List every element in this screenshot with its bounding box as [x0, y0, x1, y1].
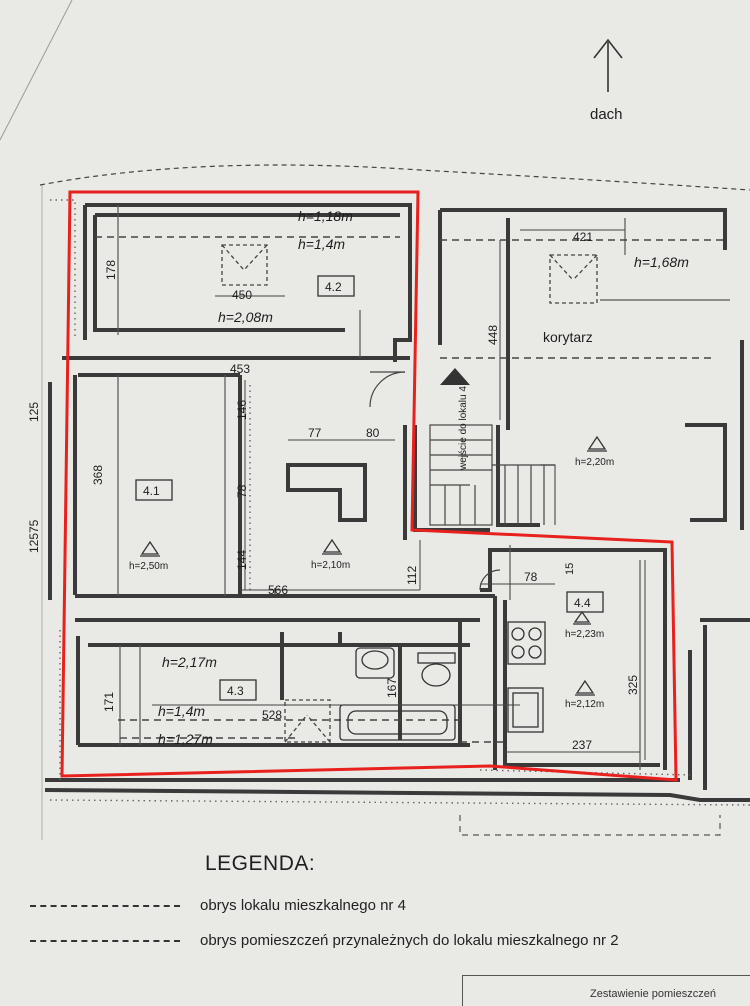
roof-outline — [39, 164, 750, 191]
left-dim-75: 75 — [27, 519, 41, 533]
entrance-label: wejście do lokalu 4 — [458, 386, 469, 471]
legend-item-label: obrys lokalu mieszkalnego nr 4 — [200, 897, 406, 914]
hall-dim-146: 146 — [235, 400, 249, 420]
room-4-2-dim-width: 450 — [232, 288, 252, 302]
hall-height: h=2,10m — [311, 560, 350, 571]
bathroom-fixtures — [339, 647, 456, 741]
hall-dim-453: 453 — [230, 362, 250, 376]
legend-item-label: obrys pomieszczeń przynależnych do lokal… — [200, 932, 619, 949]
room-4-1-tag — [135, 479, 173, 501]
entrance-icon — [440, 368, 470, 385]
hall-dim-80: 80 — [366, 426, 380, 440]
dimension-lines — [152, 229, 646, 760]
room-4-3-tag — [219, 679, 257, 701]
washbasin-bowl-icon — [361, 650, 389, 670]
corridor-label: korytarz — [543, 329, 593, 345]
inner-lines — [117, 205, 730, 770]
corridor-dim-421: 421 — [573, 230, 593, 244]
room-4-4-height-lower: h=2,12m — [565, 699, 604, 710]
summary-table-title: Zestawienie pomieszczeń — [590, 988, 716, 1000]
room-4-3-height-mid: h=1,4m — [158, 703, 205, 719]
door-swings — [369, 371, 501, 591]
corridor-height: h=2,20m — [575, 457, 614, 468]
room-4-1-id: 4.1 — [143, 484, 160, 498]
room-4-4-dim-15: 15 — [564, 563, 576, 575]
room-4-3-dim-height: 171 — [102, 692, 116, 712]
room-4-2-height-top: h=1,18m — [298, 208, 353, 224]
walls — [44, 203, 750, 802]
lower-dashed — [459, 815, 721, 836]
room-4-2-id: 4.2 — [325, 280, 342, 294]
height-marker-icons — [140, 435, 607, 696]
roof-window-icon — [221, 244, 598, 743]
page-edge — [0, 0, 73, 141]
toilet-tank-icon — [417, 652, 456, 664]
washbasin-icon — [355, 647, 395, 679]
corridor-height-top: h=1,68m — [634, 254, 689, 270]
north-arrow-icon — [593, 38, 623, 92]
room-4-3-dim-167: 167 — [385, 678, 399, 698]
corridor-dim-448: 448 — [486, 325, 500, 345]
summary-table-box — [462, 975, 750, 1006]
left-dim-125-top: 125 — [27, 402, 41, 422]
room-4-2-tag — [317, 275, 355, 297]
room-4-2-height-mid: h=1,4m — [298, 236, 345, 252]
sink-icon — [507, 687, 544, 733]
legend-title: LEGENDA: — [205, 852, 316, 875]
room-4-4-height-upper: h=2,23m — [565, 629, 604, 640]
kitchen-fixtures — [507, 621, 546, 733]
apartment-4-outline — [60, 190, 678, 782]
hall-dim-566: 566 — [268, 583, 288, 597]
legend-line-sample — [30, 904, 180, 907]
room-4-4-id: 4.4 — [574, 596, 591, 610]
room-4-1-height: h=2,50m — [129, 561, 168, 572]
room-4-3-height-bottom: h=1,27m — [158, 731, 213, 747]
hall-dim-144: 144 — [235, 550, 249, 570]
toilet-bowl-icon — [421, 663, 451, 687]
bathtub-icon — [339, 704, 456, 741]
room-4-3-id: 4.3 — [227, 684, 244, 698]
legend-item-apartment: obrys lokalu mieszkalnego nr 4 — [30, 897, 406, 914]
stove-icon — [507, 621, 546, 665]
room-4-4-tag — [566, 591, 604, 613]
room-4-2-height-bottom: h=2,08m — [218, 309, 273, 325]
room-4-2-dim-height: 178 — [104, 260, 118, 280]
room-4-1-dim-height: 368 — [91, 465, 105, 485]
room-4-4-dim-325: 325 — [626, 675, 640, 695]
dashed-outlines — [95, 236, 725, 743]
legend-item-rooms: obrys pomieszczeń przynależnych do lokal… — [30, 932, 619, 949]
floor-plan: dach — [0, 0, 750, 840]
left-dim-125-bottom: 125 — [27, 533, 41, 553]
staircase — [429, 424, 555, 526]
room-4-4-dim-237: 237 — [572, 738, 592, 752]
legend-line-sample — [30, 939, 180, 942]
north-label: dach — [590, 106, 623, 123]
room-4-3-dim-width: 528 — [262, 708, 282, 722]
hall-dim-112: 112 — [405, 566, 419, 585]
legend: LEGENDA: obrys lokalu mieszkalnego nr 4 … — [0, 840, 750, 1000]
hall-dim-78: 78 — [235, 484, 249, 498]
room-4-3-height-top: h=2,17m — [162, 654, 217, 670]
hall-dim-77: 77 — [308, 426, 322, 440]
room-4-4-dim-78: 78 — [524, 570, 538, 584]
